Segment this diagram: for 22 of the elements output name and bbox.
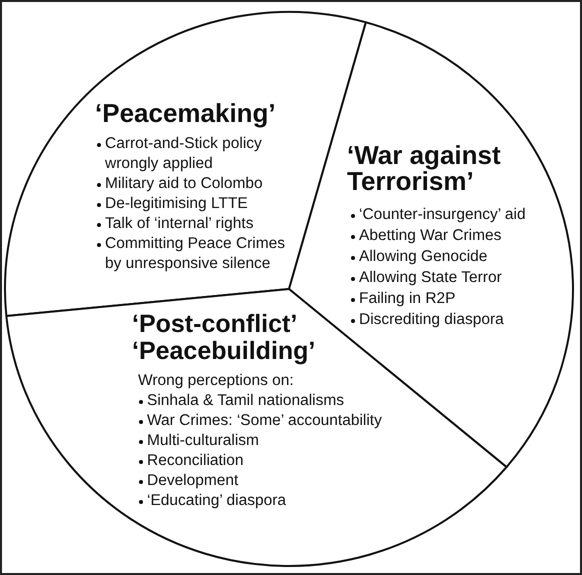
bullet-text: Abetting War Crimes <box>359 226 502 246</box>
sector-heading: ‘Post-conflict’ ‘Peacebuilding’ <box>132 311 316 365</box>
bullet-text: Multi-culturalism <box>147 431 259 451</box>
bullet-text: Carrot-and-Stick policy wrongly applied <box>105 134 263 174</box>
bullet-text: Military aid to Colombo <box>105 174 264 194</box>
bullet-text: Committing Peace Crimes by unresponsive silence <box>105 234 286 274</box>
intro-text: Wrong perceptions on: <box>138 371 294 391</box>
bullet-text: War Crimes: ‘Some’ accountability <box>147 411 382 431</box>
bullet-text: Development <box>147 471 238 491</box>
bullet-text: Sinhala & Tamil nationalisms <box>147 391 344 411</box>
bullet-text: Talk of ‘internal’ rights <box>105 214 254 234</box>
circle-sector <box>5 288 508 567</box>
bullet-text: Discrediting diaspora <box>359 310 504 330</box>
bullet-text: Allowing State Terror <box>359 268 502 288</box>
bullet-text: Reconciliation <box>147 451 244 471</box>
bullet-text: ‘Counter-insurgency’ aid <box>359 205 526 225</box>
bullet-text: ‘Educating’ diaspora <box>147 491 286 511</box>
sector-heading: ‘Peacemaking’ <box>95 99 277 127</box>
bullet-text: Allowing Genocide <box>359 247 488 267</box>
sector-heading: ‘War against Terrorism’ <box>347 142 502 194</box>
bullet-text: Failing in R2P <box>359 289 456 309</box>
bullet-text: De-legitimising LTTE <box>105 194 249 214</box>
